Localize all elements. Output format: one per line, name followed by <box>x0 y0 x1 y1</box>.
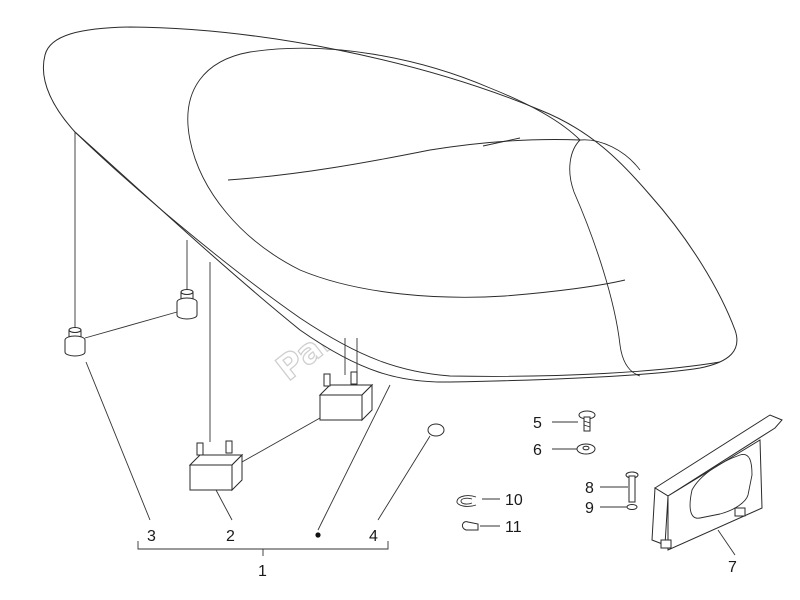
callout-3: 3 <box>147 528 156 545</box>
callout-6: 6 <box>533 442 542 459</box>
rubber-buffer-lower <box>64 327 86 357</box>
seat-rider-panel <box>187 51 626 298</box>
spring-clip <box>456 495 477 507</box>
callout-4: 4 <box>369 528 378 545</box>
callout-5: 5 <box>533 415 542 432</box>
callout-9: 9 <box>585 500 594 517</box>
rubber-buffer-upper <box>176 289 198 320</box>
callout-7: 7 <box>728 559 737 576</box>
washer <box>576 443 596 455</box>
callout-8: 8 <box>585 480 594 497</box>
group-bracket <box>137 541 389 556</box>
callout-1: 1 <box>258 563 267 580</box>
mounting-bracket <box>651 414 783 551</box>
leader-lines <box>85 361 736 556</box>
cable-clamp <box>461 521 479 531</box>
mounting-block-lower <box>188 440 244 492</box>
o-ring <box>427 423 445 437</box>
seat-cushion-outline <box>43 26 738 383</box>
callout-10: 10 <box>505 492 523 509</box>
bolt <box>625 471 639 503</box>
seat <box>43 26 738 383</box>
mounting-block-upper <box>318 371 374 422</box>
seat-base-edge <box>74 131 721 377</box>
seat-passenger-hump <box>569 139 641 377</box>
screw <box>578 410 596 432</box>
seat-seam-short <box>482 137 521 147</box>
seat-rider-top-crease <box>249 47 581 141</box>
mounting-lines <box>74 132 358 442</box>
callout-11: 11 <box>505 519 522 536</box>
callout-labels: 3 2 4 1 5 6 8 9 10 11 7 <box>147 415 737 580</box>
seat-seam <box>227 139 581 181</box>
seat-passenger-top <box>579 139 641 171</box>
callout-2: 2 <box>226 528 235 545</box>
small-washer <box>626 504 638 510</box>
